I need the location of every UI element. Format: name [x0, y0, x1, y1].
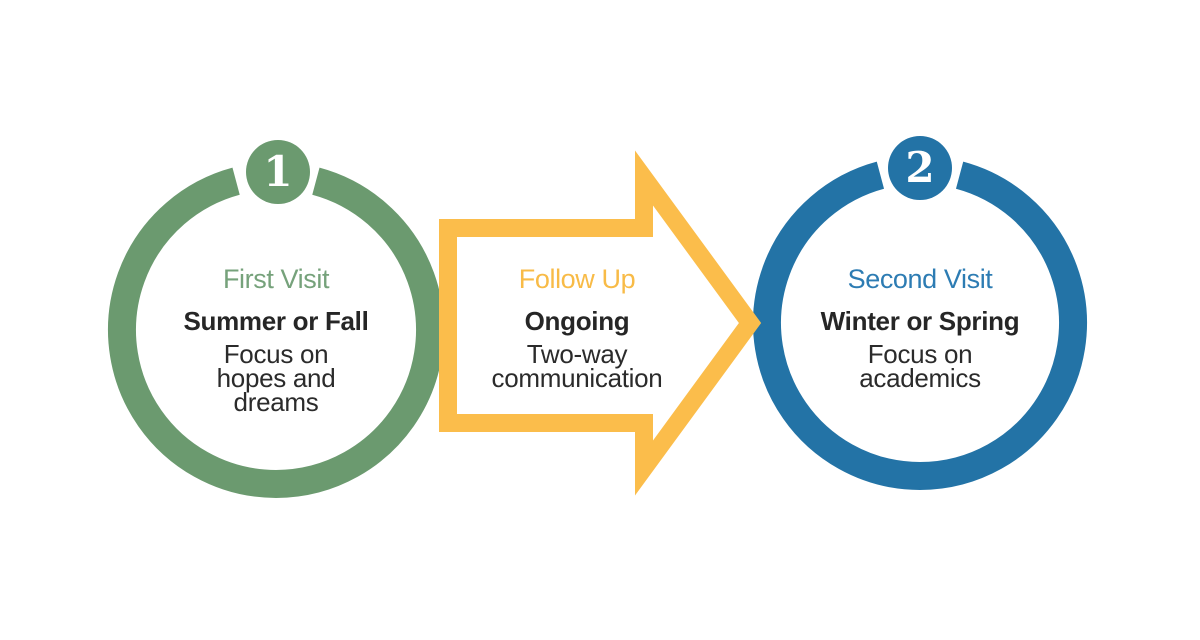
- second-visit-ring: [753, 161, 1087, 490]
- first-visit-ring: [108, 167, 444, 498]
- follow-up-arrow: [439, 150, 762, 496]
- first-visit-title: First Visit: [222, 264, 330, 294]
- step-2-number: 2: [905, 143, 935, 192]
- follow-up-title: Follow Up: [518, 264, 636, 294]
- first-visit-subtitle: Summer or Fall: [183, 306, 369, 336]
- first-visit-description: Focus on hopes and dreams: [216, 339, 336, 417]
- step-1-number: 1: [263, 147, 293, 196]
- step-2-badge: 2: [888, 136, 952, 200]
- second-visit-title: Second Visit: [847, 264, 993, 294]
- follow-up-subtitle: Ongoing: [524, 306, 630, 336]
- second-visit-description: Focus on academics: [859, 339, 981, 393]
- step-1-badge: 1: [246, 140, 310, 204]
- second-visit-subtitle: Winter or Spring: [820, 306, 1020, 336]
- follow-up-description: Two-way communication: [491, 339, 663, 393]
